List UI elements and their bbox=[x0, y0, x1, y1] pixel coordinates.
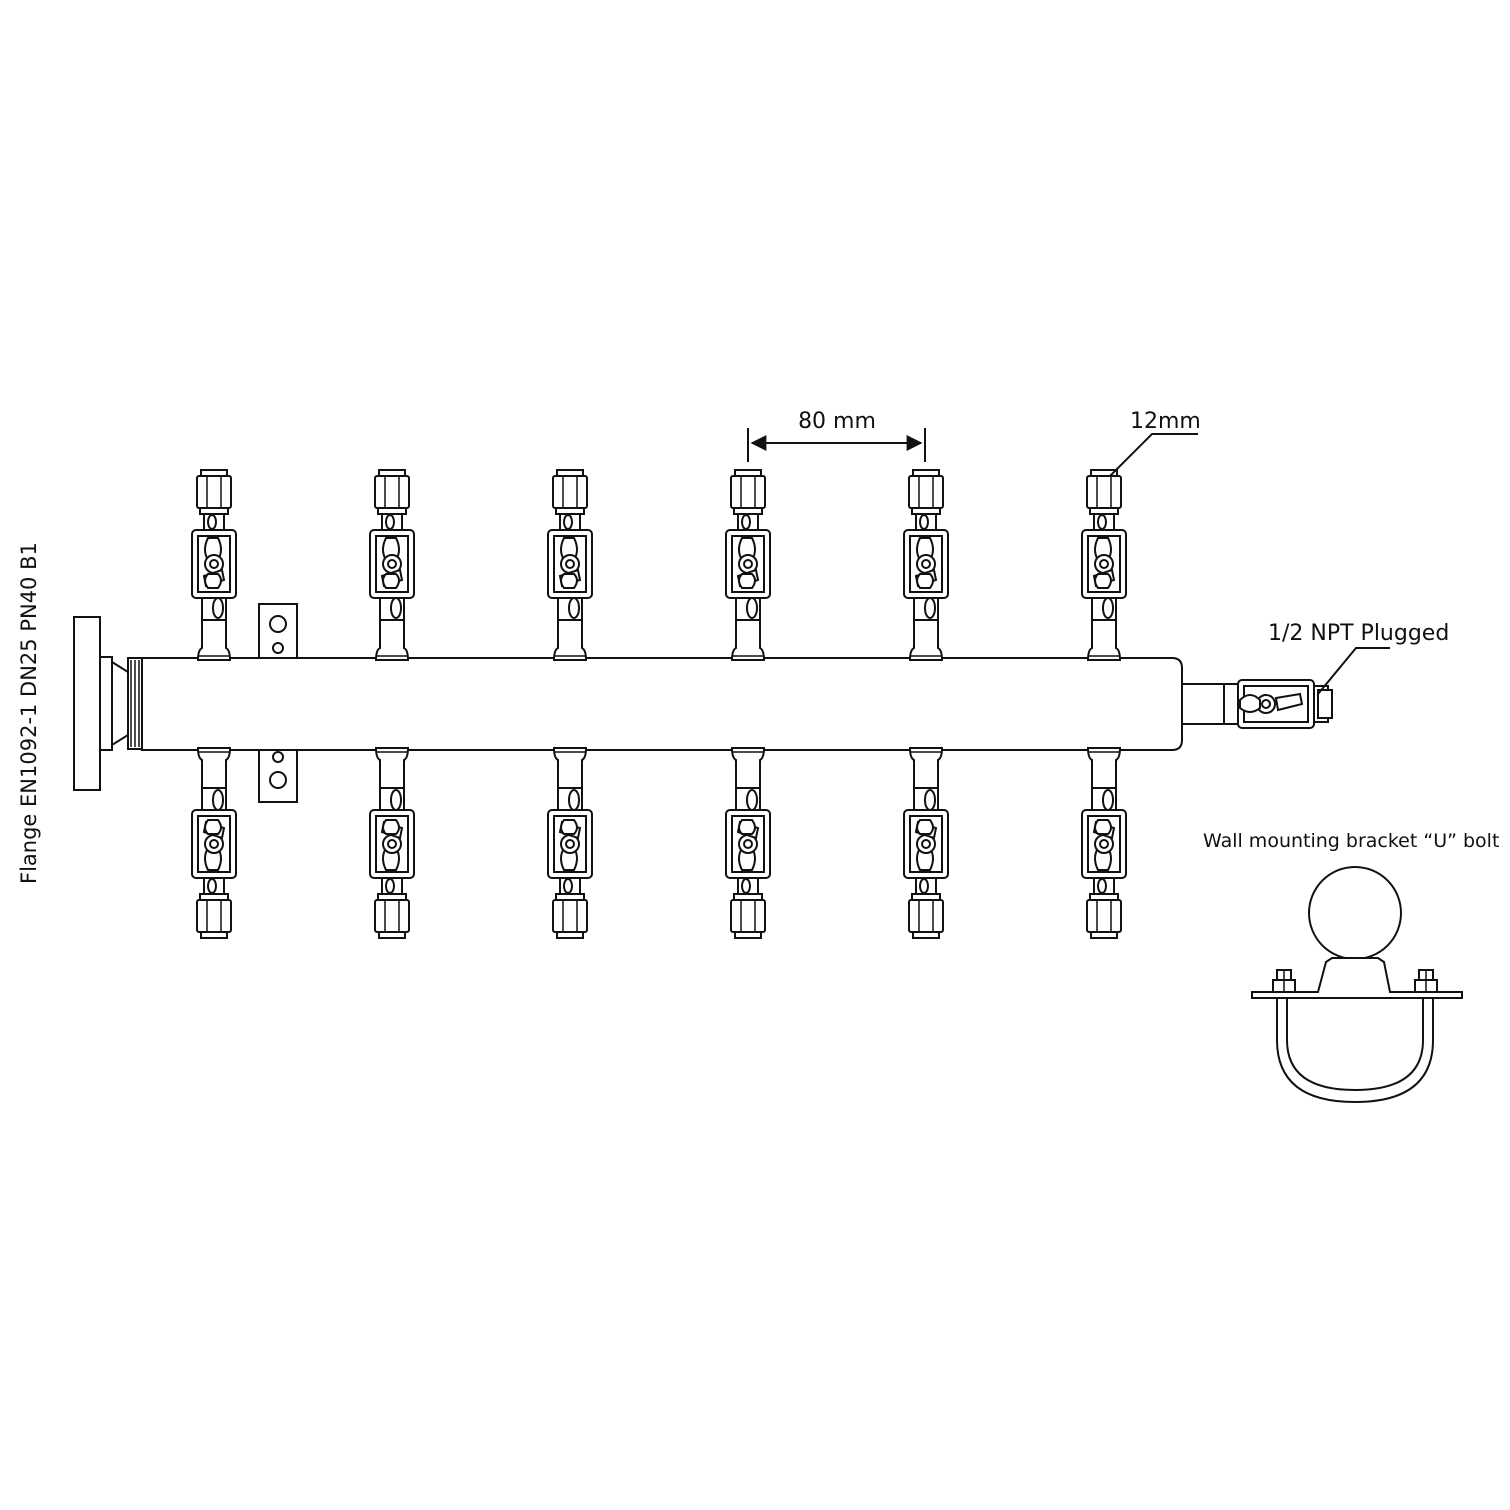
top-valve-6 bbox=[1081, 469, 1127, 661]
bottom-valve-2 bbox=[369, 747, 415, 939]
bottom-valve-5 bbox=[903, 747, 949, 939]
plug-label: 1/2 NPT Plugged bbox=[1268, 621, 1449, 646]
flange-label: Flange EN1092-1 DN25 PN40 B1 bbox=[17, 542, 41, 884]
spacing-label: 80 mm bbox=[798, 409, 876, 434]
mounting-plate bbox=[258, 603, 298, 803]
flange bbox=[73, 616, 143, 791]
top-valve-2 bbox=[369, 469, 415, 661]
bottom-valve-row bbox=[191, 747, 1127, 939]
bottom-valve-1 bbox=[191, 747, 237, 939]
bracket-label: Wall mounting bracket “U” bolt bbox=[1203, 830, 1499, 852]
top-valve-5 bbox=[903, 469, 949, 661]
header-pipe bbox=[141, 657, 1183, 751]
u-bolt-bracket: Wall mounting bracket “U” bolt bbox=[1203, 830, 1499, 1104]
top-valve-3 bbox=[547, 469, 593, 661]
bottom-valve-4 bbox=[725, 747, 771, 939]
top-valve-row bbox=[191, 469, 1127, 661]
spacing-dimension: 80 mm bbox=[747, 409, 926, 462]
top-valve-1 bbox=[191, 469, 237, 661]
end-plug-valve bbox=[1181, 679, 1333, 729]
bottom-valve-6 bbox=[1081, 747, 1127, 939]
top-valve-4 bbox=[725, 469, 771, 661]
plug-callout: 1/2 NPT Plugged bbox=[1268, 621, 1449, 695]
tube-size-label: 12mm bbox=[1130, 409, 1201, 434]
bottom-valve-3 bbox=[547, 747, 593, 939]
tube-size-callout: 12mm bbox=[1109, 409, 1201, 477]
